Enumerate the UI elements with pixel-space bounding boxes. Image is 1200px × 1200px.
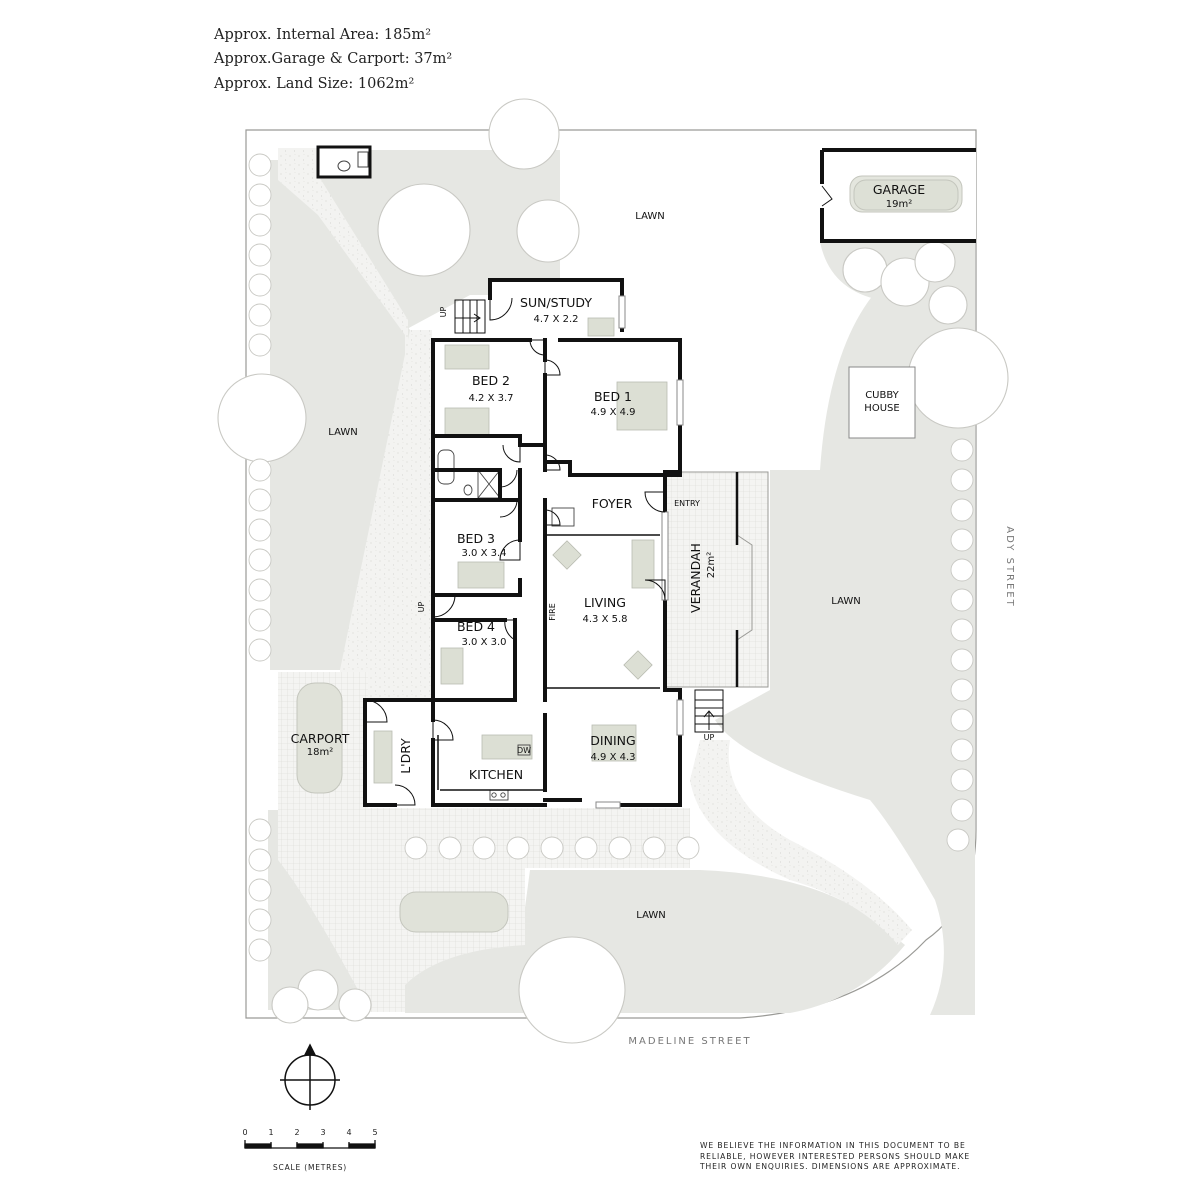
hedge-shrubs: [248, 153, 974, 962]
verandah-paving: [665, 472, 768, 687]
living-dim: 4.3 X 5.8: [582, 614, 627, 625]
bed2-bed: [444, 344, 490, 370]
garage-carport-area-text: Approx.Garage & Carport: 37m²: [214, 51, 453, 67]
front-steps: [694, 689, 724, 733]
sofa: [631, 539, 655, 589]
carport-area: 18m²: [307, 747, 333, 758]
bed1-dim: 4.9 X 4.9: [590, 407, 635, 418]
land-size-text: Approx. Land Size: 1062m²: [214, 76, 415, 92]
disclaimer-text: WE BELIEVE THE INFORMATION IN THIS DOCUM…: [700, 1141, 971, 1171]
cubby-label-line2: HOUSE: [864, 403, 899, 414]
foyer-label: FOYER: [592, 496, 633, 511]
study-desk: [587, 317, 615, 337]
garage-car-icon: [853, 179, 959, 211]
bed4-dim: 3.0 X 3.0: [461, 637, 506, 648]
trees: [217, 98, 1009, 1044]
verandah-area: 22m²: [706, 552, 717, 578]
scale-bar: [244, 1140, 376, 1149]
bed2-dim: 4.2 X 3.7: [468, 393, 513, 404]
cubby-house: [848, 366, 916, 439]
carport-car-icon: [296, 682, 343, 794]
bed1-bed: [616, 381, 668, 431]
bed2-label: BED 2: [472, 373, 510, 388]
armchair-2: [623, 650, 653, 680]
scale-tick-5: 5: [372, 1128, 377, 1137]
doors: [364, 297, 666, 806]
outdoor-wc: [316, 145, 372, 179]
bed3-dim: 3.0 X 3.4: [461, 548, 506, 559]
up-label-side: UP: [417, 601, 426, 612]
dishwasher-label: DW: [517, 746, 531, 755]
armchair-1: [552, 540, 582, 570]
kitchen-label: KITCHEN: [469, 767, 523, 782]
bed2-bed-lower: [444, 407, 490, 437]
entry-label: ENTRY: [674, 499, 700, 508]
north-compass-icon: [280, 1043, 340, 1110]
carport-label: CARPORT: [291, 731, 350, 746]
side-gravel: [340, 330, 432, 705]
scale-tick-0: 0: [242, 1128, 247, 1137]
scale-tick-2: 2: [294, 1128, 299, 1137]
dining-label: DINING: [590, 733, 635, 748]
lawn-label-south: LAWN: [636, 910, 665, 921]
garage-label: GARAGE: [873, 182, 925, 197]
lawn-label-north: LAWN: [635, 211, 664, 222]
walls: [363, 278, 682, 807]
lawn-label-west: LAWN: [328, 427, 357, 438]
ady-street-label: ADY STREET: [1004, 526, 1015, 607]
sun-study-dim: 4.7 X 2.2: [533, 314, 578, 325]
west-path: [278, 148, 408, 700]
laundry-bench: [373, 730, 393, 784]
laundry-label: L'DRY: [398, 738, 413, 774]
up-label-front: UP: [704, 733, 715, 742]
dining-dim: 4.9 X 4.3: [590, 752, 635, 763]
verandah-label: VERANDAH: [688, 543, 703, 613]
living-label: LIVING: [584, 595, 626, 610]
bed3-label: BED 3: [457, 531, 495, 546]
scale-tick-3: 3: [320, 1128, 325, 1137]
thin-walls: [437, 280, 660, 791]
fire-label: FIRE: [548, 603, 557, 621]
driveway-car-icon: [399, 891, 509, 933]
bed3-bed: [457, 561, 505, 589]
bed4-label: BED 4: [457, 619, 495, 634]
front-path: [690, 740, 912, 945]
scale-tick-1: 1: [268, 1128, 273, 1137]
madeline-street-label: MADELINE STREET: [628, 1036, 751, 1047]
cubby-label-line1: CUBBY: [865, 390, 899, 401]
up-label-back: UP: [439, 306, 448, 317]
scale-tick-4: 4: [346, 1128, 351, 1137]
internal-area-text: Approx. Internal Area: 185m²: [214, 27, 432, 43]
furniture: [373, 317, 668, 784]
bed4-bed: [440, 647, 464, 685]
scale-title: SCALE (METRES): [273, 1163, 347, 1172]
dining-table: [591, 724, 637, 762]
lawn-label-east: LAWN: [831, 596, 860, 607]
sun-study-label: SUN/STUDY: [520, 295, 592, 310]
windows: [595, 295, 684, 809]
back-steps: [454, 299, 486, 334]
bed1-label: BED 1: [594, 389, 632, 404]
garage-area: 19m²: [886, 199, 912, 210]
